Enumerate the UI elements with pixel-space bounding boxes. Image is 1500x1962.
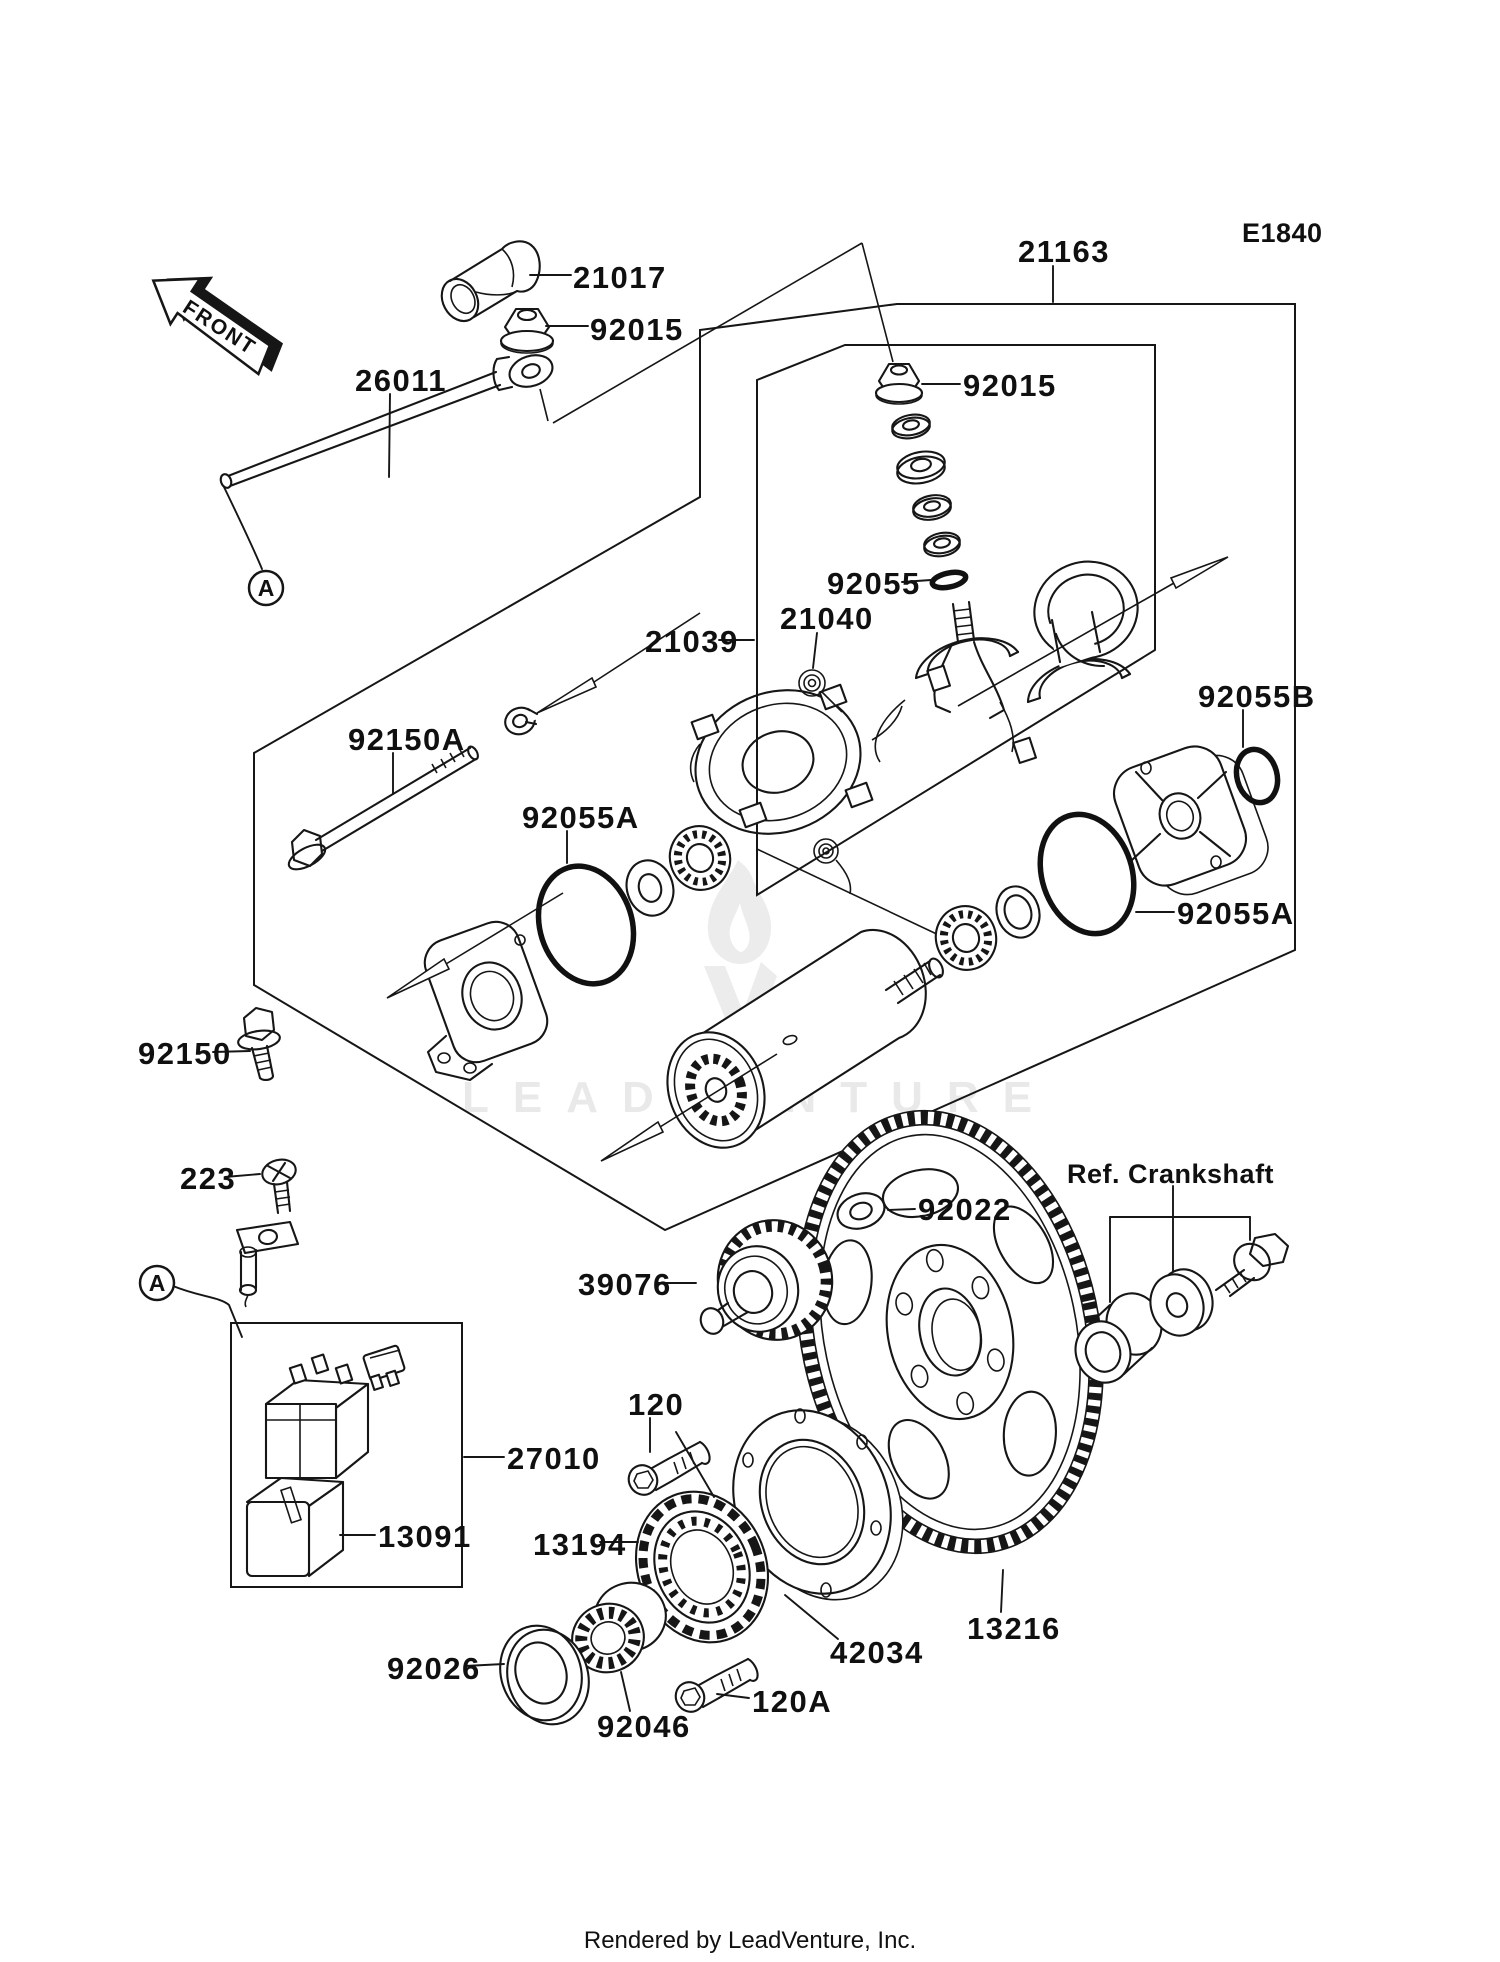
o-ring-92055b: [1233, 746, 1281, 806]
brush-holder-assembly-21039: [689, 600, 1132, 895]
part-label-120[interactable]: 120: [628, 1387, 684, 1422]
part-label-223[interactable]: 223: [180, 1161, 236, 1196]
part-label-92150a[interactable]: 92150A: [348, 722, 466, 757]
starter-assembly-box: [253, 303, 1296, 1232]
part-label-120a[interactable]: 120A: [752, 1684, 832, 1719]
crankshaft-washer: [1149, 1268, 1214, 1337]
part-label-21039[interactable]: 21039: [645, 624, 739, 659]
terminal-stay: [235, 1220, 300, 1308]
crankshaft-collar: [1074, 1292, 1163, 1384]
mount-bolt-92150: [237, 1006, 281, 1081]
socket-bolt-120a: [674, 1657, 759, 1713]
part-label-13194[interactable]: 13194: [533, 1527, 627, 1562]
circlip: [504, 706, 542, 736]
terminal-washer-stack: [891, 413, 961, 558]
front-bracket: [423, 920, 549, 1082]
part-label-21163[interactable]: 21163: [1018, 234, 1110, 269]
assembly-arrows: [386, 556, 1229, 1162]
brush-cover-band: [1033, 560, 1139, 668]
part-label-27010[interactable]: 27010: [507, 1441, 601, 1476]
svg-text:A: A: [149, 1270, 166, 1296]
part-label-92055b[interactable]: 92055B: [1198, 679, 1316, 714]
brush-spring-21040: [798, 669, 843, 713]
starter-clutch-39076: [699, 1219, 834, 1341]
view-marker-a-top: A: [247, 569, 285, 607]
o-ring-92055a-right: [1037, 811, 1137, 937]
part-label-13091[interactable]: 13091: [378, 1519, 472, 1554]
view-marker-a-bottom: A: [138, 1264, 176, 1302]
part-label-21040[interactable]: 21040: [780, 601, 874, 636]
part-label-92022[interactable]: 92022: [918, 1192, 1012, 1227]
terminal-nut-92015-top: [499, 307, 555, 354]
starter-relay-27010: [264, 1353, 370, 1480]
diagram-code: E1840: [1242, 218, 1323, 248]
clutch-cover-plate-42034: [732, 1408, 904, 1601]
part-label-92055a-left[interactable]: 92055A: [522, 800, 640, 835]
part-label-92015-starter[interactable]: 92015: [963, 368, 1057, 403]
leader-lines: [172, 265, 1251, 1712]
svg-text:A: A: [258, 575, 275, 601]
part-label-92150[interactable]: 92150: [138, 1036, 232, 1071]
spacer-92026: [499, 1624, 590, 1726]
footer-credit: Rendered by LeadVenture, Inc.: [584, 1927, 916, 1954]
part-label-92026[interactable]: 92026: [387, 1651, 481, 1686]
part-label-42034[interactable]: 42034: [830, 1635, 924, 1670]
one-way-clutch-13194: [634, 1490, 770, 1644]
through-bolt-92150a: [287, 745, 479, 871]
armature-motor-body: [666, 928, 944, 1149]
part-label-92046[interactable]: 92046: [597, 1709, 691, 1744]
starter-cable-26011: [219, 354, 554, 489]
bearing-seal-right: [934, 885, 1041, 971]
brush-group-box: [756, 344, 1156, 897]
part-label-92055[interactable]: 92055: [827, 566, 921, 601]
crankshaft-bolt: [1214, 1232, 1290, 1298]
end-cover: [1113, 745, 1269, 896]
terminal-boot-21017: [440, 240, 541, 323]
ref-crankshaft-label: Ref. Crankshaft: [1067, 1159, 1274, 1189]
socket-bolt-120: [627, 1440, 711, 1496]
needle-bearing-92046: [571, 1581, 667, 1674]
part-label-92015-top[interactable]: 92015: [590, 312, 684, 347]
part-label-21017[interactable]: 21017: [573, 260, 667, 295]
part-label-13216[interactable]: 13216: [967, 1611, 1061, 1646]
bearing-washer-left: [625, 825, 732, 917]
relay-group-box: [230, 1322, 463, 1588]
part-label-39076[interactable]: 39076: [578, 1267, 672, 1302]
terminal-nut-92015-starter: [874, 362, 924, 405]
fuse: [362, 1344, 406, 1391]
part-label-26011[interactable]: 26011: [355, 363, 447, 398]
washer-92022: [836, 1192, 886, 1230]
front-arrow: FRONT: [151, 276, 284, 376]
relay-cap-13091: [245, 1476, 345, 1578]
part-label-92055a-right[interactable]: 92055A: [1177, 896, 1295, 931]
o-ring-92055a-left: [535, 863, 637, 987]
screw-223: [261, 1158, 297, 1215]
o-ring-92055: [929, 569, 969, 591]
